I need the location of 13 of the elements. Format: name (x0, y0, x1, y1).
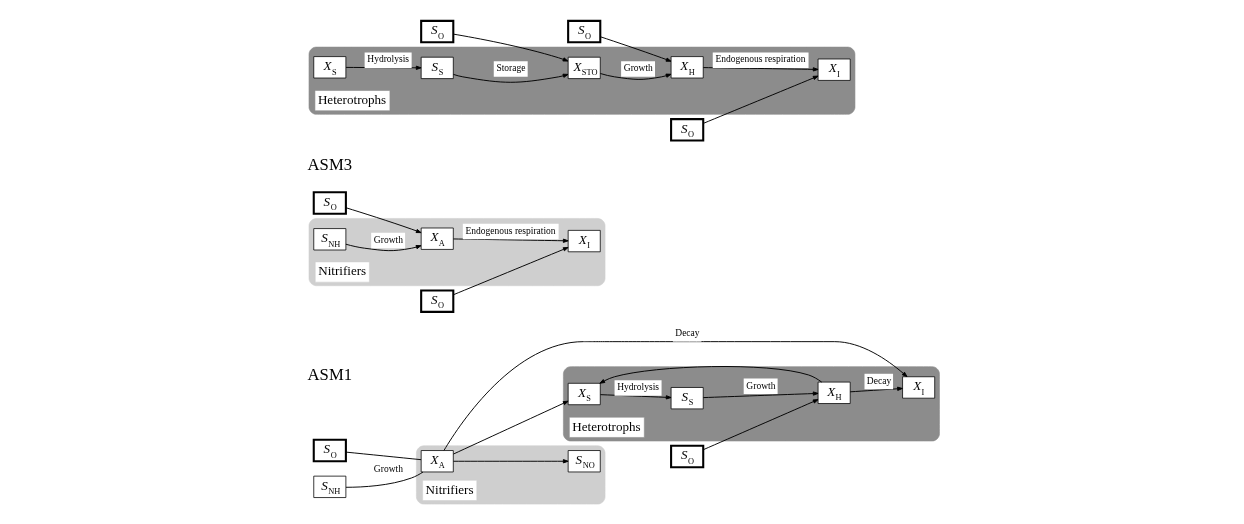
edge-label: Decay (675, 327, 700, 338)
edge-label: Growth (746, 380, 776, 391)
edge-label: Growth (373, 234, 403, 245)
edge-label: Growth (373, 463, 403, 474)
edge-label: Hydrolysis (617, 381, 660, 392)
label: ASM1 (307, 364, 353, 384)
edge-label: Growth (623, 62, 653, 73)
edge-label: Endogenous respiration (465, 225, 556, 236)
edge-label: Hydrolysis (367, 53, 410, 64)
label: ASM3 (307, 154, 353, 174)
edge-label: Endogenous respiration (715, 53, 806, 64)
edge-label: Decay (866, 375, 892, 386)
edge-label: Storage (496, 62, 526, 73)
